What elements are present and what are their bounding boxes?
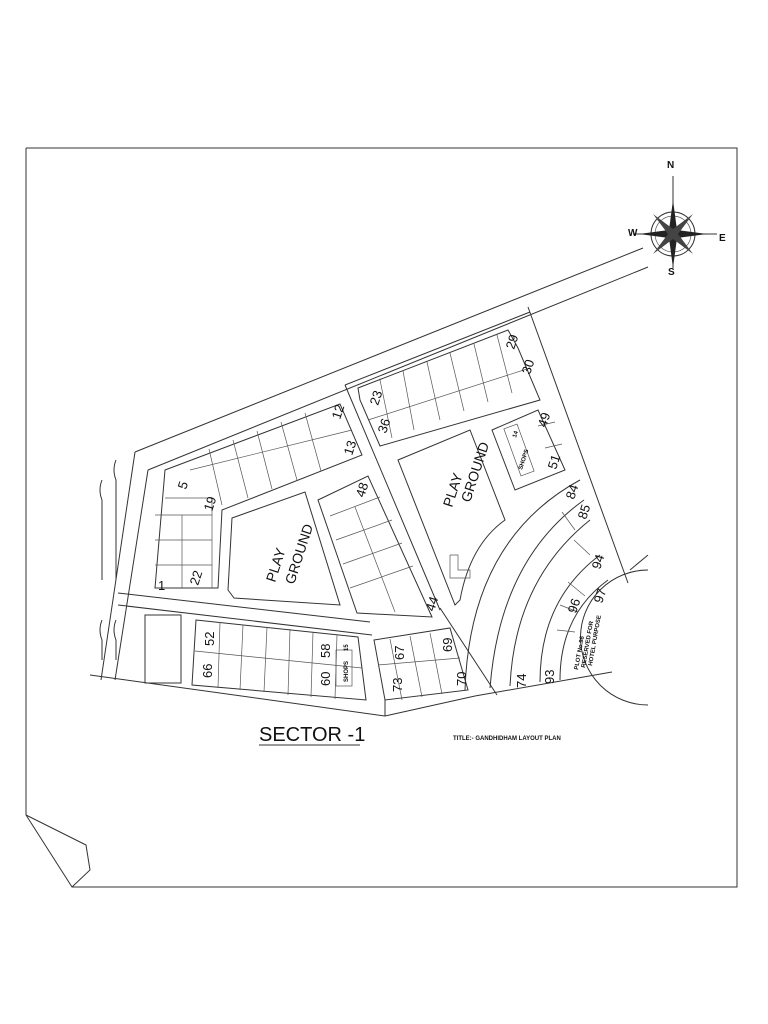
shops-14-label: SHOPS [518,449,530,471]
compass-south-label: S [668,267,675,278]
plot-number: 1 [158,578,165,593]
plot-number: 13 [341,439,360,457]
compass-rose-icon [633,176,717,268]
plot-number: 5 [175,479,192,491]
plot-number: 96 [565,597,584,615]
plot-number: 19 [201,495,220,513]
arc-road [464,479,649,706]
sector-title: SECTOR -1 [259,724,365,746]
plot-number: 29 [503,333,522,351]
sheet-title: TITLE:- GANDHIDHAM LAYOUT PLAN [453,736,561,742]
plot-number: 23 [367,389,386,407]
plot-block-a [154,403,363,589]
left-road-strip [99,459,117,660]
plot-number: 70 [454,672,469,686]
plot-number: 74 [514,674,529,688]
play-ground-left [227,491,341,606]
plot-block-c [317,475,433,618]
compass-east-label: E [719,233,726,244]
compass-north-label: N [667,160,674,171]
road-lines [89,247,649,717]
shops-15-label: SHOPS [344,661,350,682]
shops-14-number: 14 [512,430,520,439]
plot-number: 22 [187,569,206,587]
plot-number: 44 [423,595,442,613]
plot-number: 67 [392,646,407,660]
plot-number: 73 [390,678,405,692]
play-ground-right [397,429,506,606]
sheet-border [25,147,738,888]
plot-block-b [357,329,541,447]
plot-number: 36 [375,417,394,435]
plot-block-d [144,614,367,701]
plot-block-e [373,627,469,701]
plot-number: 60 [318,672,333,686]
plot-number: 97 [591,587,610,605]
plot-number: 49 [535,411,554,429]
plot-number: 84 [563,483,582,501]
plot-number: 30 [519,358,538,376]
plot-number: 52 [202,632,217,646]
plot-block-shops-14 [491,409,566,491]
plot-number: 48 [353,481,372,499]
plot-number: 85 [575,503,594,521]
plot-number: 12 [329,403,348,421]
plot-number: 58 [318,644,333,658]
compass-west-label: W [628,228,638,239]
plot-number: 93 [542,670,557,684]
plot-number: 94 [589,553,608,571]
shops-15-number: 15 [344,644,350,651]
plot-number: 66 [200,664,215,678]
plot-number: 69 [440,638,455,652]
play-ground-right-label-2: GROUND [458,440,492,504]
special-plot-name: PLOT No.98 [574,635,586,670]
plot-number: 51 [545,453,564,471]
